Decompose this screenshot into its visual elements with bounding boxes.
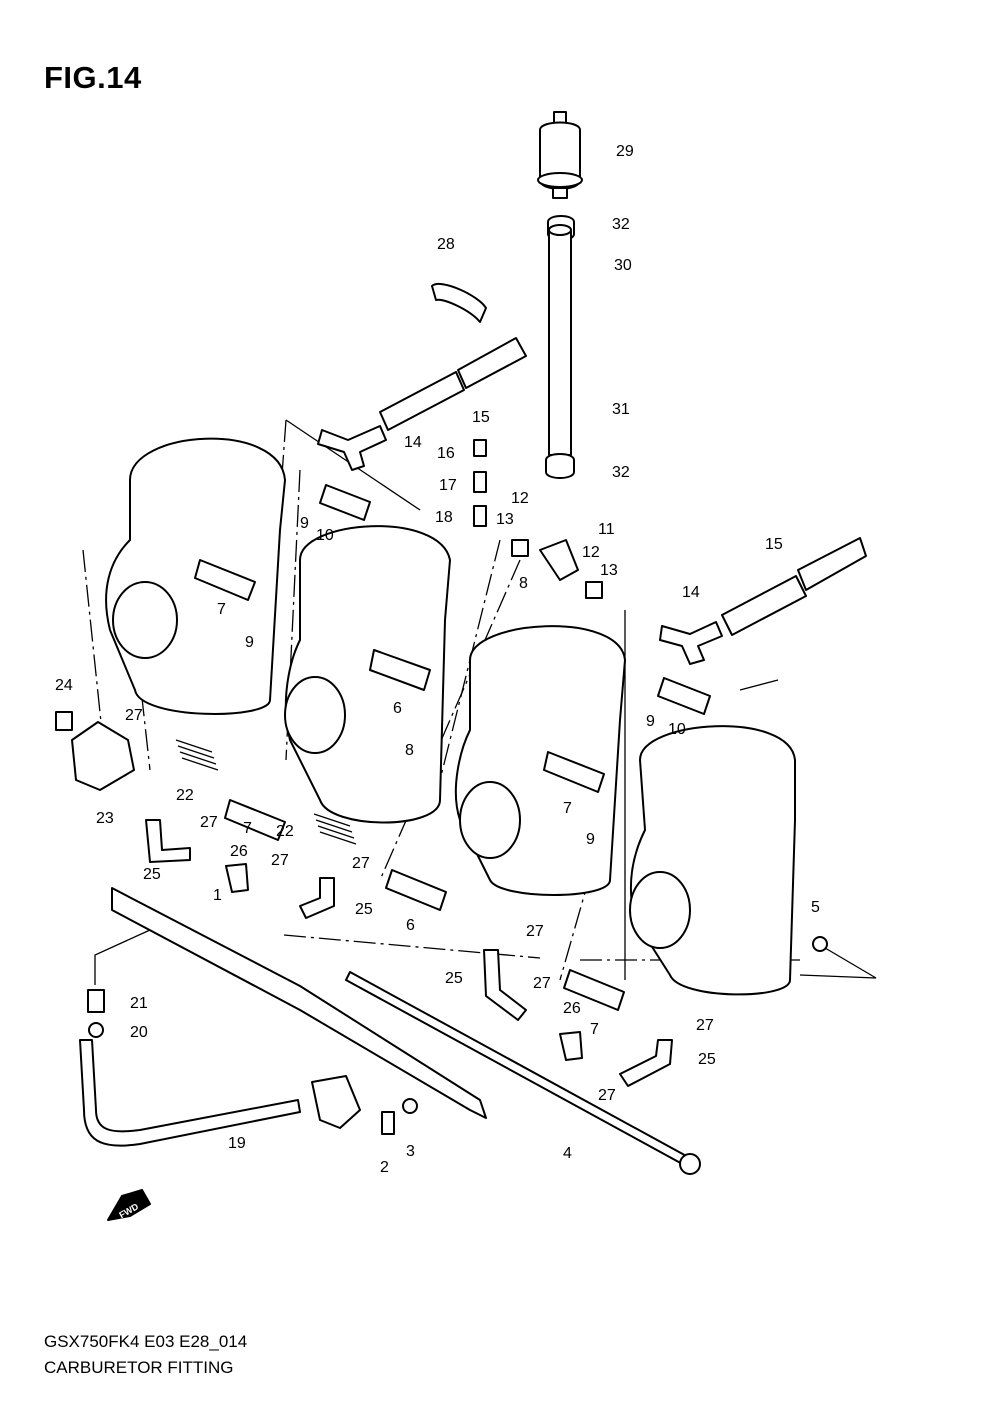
callout: 12 bbox=[511, 490, 529, 507]
callout: 6 bbox=[406, 917, 415, 934]
callout: 30 bbox=[614, 257, 632, 274]
callout: 27 bbox=[533, 975, 551, 992]
callout: 16 bbox=[437, 445, 455, 462]
fwd-arrow: FWD bbox=[107, 1189, 151, 1221]
fuel-filter-assembly bbox=[537, 111, 583, 479]
diagram-caption: CARBURETOR FITTING bbox=[44, 1358, 234, 1377]
callout: 25 bbox=[143, 866, 161, 883]
callout: 15 bbox=[472, 409, 490, 426]
callout: 22 bbox=[176, 787, 194, 804]
callout: 13 bbox=[600, 562, 618, 579]
callout: 25 bbox=[698, 1051, 716, 1068]
callout-labels: 1 2 3 4 5 6 6 7 7 7 7 8 8 9 9 9 9 10 10 … bbox=[55, 143, 820, 1176]
callout: 31 bbox=[612, 401, 630, 418]
callout: 9 bbox=[300, 515, 309, 532]
callout: 4 bbox=[563, 1145, 572, 1162]
springs bbox=[175, 739, 357, 845]
shaft-4 bbox=[345, 971, 701, 1175]
callout: 29 bbox=[616, 143, 634, 160]
callout: 27 bbox=[526, 923, 544, 940]
callout: 27 bbox=[200, 814, 218, 831]
callout: 17 bbox=[439, 477, 457, 494]
callout: 28 bbox=[437, 236, 455, 253]
callout: 14 bbox=[682, 584, 700, 601]
figure-title: FIG.14 bbox=[44, 60, 142, 95]
callout: 19 bbox=[228, 1135, 246, 1152]
callout: 1 bbox=[213, 887, 222, 904]
joint-hoses bbox=[194, 484, 711, 1011]
callout: 7 bbox=[217, 601, 226, 618]
small-fittings bbox=[55, 439, 828, 1135]
callout: 25 bbox=[445, 970, 463, 987]
callout: 27 bbox=[125, 707, 143, 724]
callout: 13 bbox=[496, 511, 514, 528]
callout: 10 bbox=[668, 721, 686, 738]
callout: 6 bbox=[393, 700, 402, 717]
hose-elbows bbox=[145, 819, 673, 1087]
callout: 27 bbox=[271, 852, 289, 869]
callout: 27 bbox=[696, 1017, 714, 1034]
callout: 12 bbox=[582, 544, 600, 561]
callout: 2 bbox=[380, 1159, 389, 1176]
callout: 32 bbox=[612, 464, 630, 481]
breather-hoses bbox=[379, 337, 867, 636]
callout: 9 bbox=[646, 713, 655, 730]
callout: 27 bbox=[352, 855, 370, 872]
callout: 5 bbox=[811, 899, 820, 916]
bracket-23 bbox=[71, 721, 135, 791]
callout: 26 bbox=[230, 843, 248, 860]
callout: 24 bbox=[55, 677, 73, 694]
callout: 11 bbox=[598, 521, 615, 538]
callout: 8 bbox=[405, 742, 414, 759]
callout: 7 bbox=[243, 820, 252, 837]
callout: 9 bbox=[586, 831, 595, 848]
callout: 7 bbox=[590, 1021, 599, 1038]
callout: 18 bbox=[435, 509, 453, 526]
callout: 22 bbox=[276, 823, 294, 840]
callout: 8 bbox=[519, 575, 528, 592]
callout: 20 bbox=[130, 1024, 148, 1041]
callout: 10 bbox=[316, 527, 334, 544]
fuel-hose-19 bbox=[79, 1039, 361, 1147]
callout: 32 bbox=[612, 216, 630, 233]
callout: 27 bbox=[598, 1087, 616, 1104]
rail-bracket-1 bbox=[111, 887, 487, 1119]
callout: 14 bbox=[404, 434, 422, 451]
callout: 25 bbox=[355, 901, 373, 918]
callout: 26 bbox=[563, 1000, 581, 1017]
callout: 9 bbox=[245, 634, 254, 651]
callout: 15 bbox=[765, 536, 783, 553]
callout: 21 bbox=[130, 995, 148, 1012]
model-code: GSX750FK4 E03 E28_014 bbox=[44, 1332, 248, 1351]
callout: 3 bbox=[406, 1143, 415, 1160]
clip-28 bbox=[431, 283, 487, 323]
callout: 7 bbox=[563, 800, 572, 817]
t-joints bbox=[317, 425, 723, 665]
callout: 23 bbox=[96, 810, 114, 827]
